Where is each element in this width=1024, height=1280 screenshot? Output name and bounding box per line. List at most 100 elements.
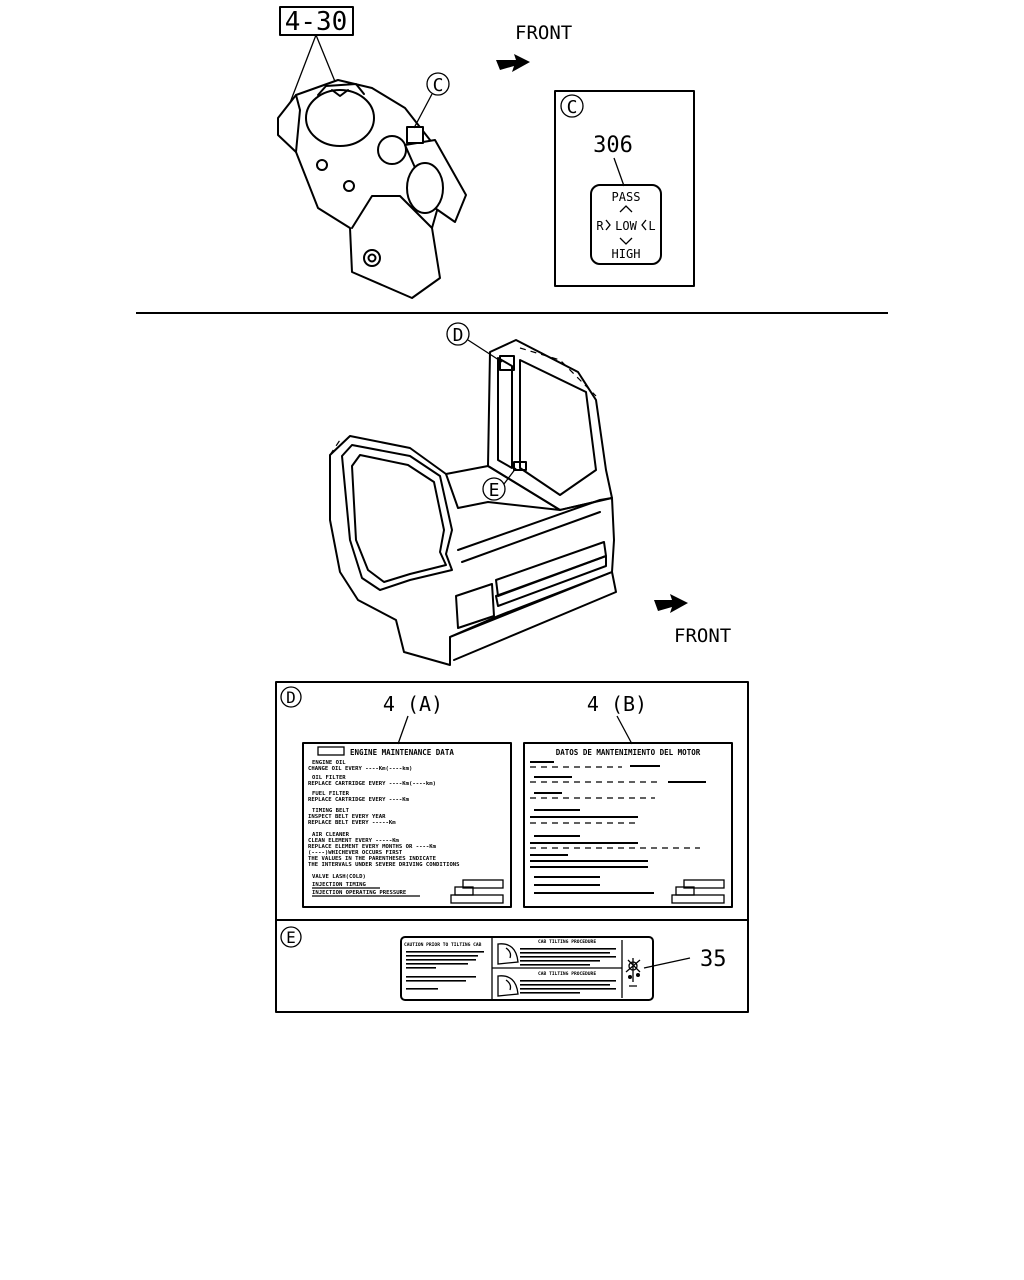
cab-rear-wall bbox=[487, 339, 613, 511]
detail-c-circle bbox=[560, 94, 584, 118]
front-grille-lower bbox=[495, 555, 607, 607]
label-4a-title: ENGINE MAINTENANCE DATA bbox=[350, 748, 454, 757]
part-35-leader bbox=[643, 957, 691, 969]
rear-pillar-left bbox=[497, 357, 513, 469]
leader-4-30-right bbox=[315, 34, 337, 85]
front-arrow-top-icon bbox=[496, 54, 530, 72]
detail-c-box bbox=[554, 90, 695, 287]
part-4b-label: 4 (B) bbox=[587, 692, 647, 716]
switch-marking-plate bbox=[590, 184, 662, 265]
housing-edge-b bbox=[351, 195, 433, 229]
arrow-left-small-icon bbox=[641, 219, 647, 231]
label-4a-value-box-3 bbox=[450, 894, 504, 904]
screw-hole-1 bbox=[316, 159, 328, 171]
cab-tilt-icon-top bbox=[497, 943, 519, 965]
label-4b-frame bbox=[523, 742, 733, 908]
label-35-left-title: CAUTION PRIOR TO TILTING CAB bbox=[404, 942, 482, 948]
callout-c-circle bbox=[426, 72, 450, 96]
label-35: CAUTION PRIOR TO TILTING CAB CAB TILTING… bbox=[400, 936, 691, 1001]
housing-edge-a bbox=[295, 94, 301, 153]
label-4b: DATOS DE MANTENIMIENTO DEL MOTOR bbox=[523, 742, 733, 908]
part-4b-leader bbox=[616, 715, 633, 745]
lever-tab bbox=[406, 126, 424, 144]
leader-4-30-left bbox=[287, 34, 317, 109]
callout-e-label: E bbox=[489, 480, 500, 501]
label-4a-line: (----)WHICHEVER OCCURS FIRST bbox=[308, 850, 403, 856]
arrow-right-small-icon bbox=[605, 219, 611, 231]
roof-dashed-outline bbox=[519, 347, 597, 397]
callout-d-leader bbox=[467, 339, 503, 363]
label-4a-line: VALVE LASH(COLD) bbox=[312, 874, 366, 880]
label-d-location bbox=[499, 355, 515, 371]
cab-view: D E FRONT bbox=[329, 322, 731, 666]
callout-d-circle bbox=[446, 322, 470, 346]
screw-hole-3 bbox=[363, 249, 381, 267]
label-4a-line: CHANGE OIL EVERY ----Km(----km) bbox=[308, 766, 412, 772]
label-4b-value-box-1 bbox=[683, 879, 725, 889]
label-35-frame bbox=[400, 936, 654, 1001]
bore-key bbox=[331, 89, 349, 97]
label-4a-line: THE INTERVALS UNDER SEVERE DRIVING CONDI… bbox=[308, 862, 460, 868]
label-4b-value-box-3 bbox=[671, 894, 725, 904]
lever-pivot bbox=[377, 135, 407, 165]
cab-tilt-arrow-top bbox=[505, 947, 512, 959]
bore-notch bbox=[317, 83, 365, 96]
arrow-down-icon bbox=[619, 237, 633, 245]
label-4a-text: ENGINE OIL CHANGE OIL EVERY ----Km(----k… bbox=[308, 760, 460, 896]
front-bumper bbox=[449, 571, 617, 661]
part-35-label: 35 bbox=[700, 947, 727, 972]
switch-l-text: L bbox=[648, 219, 655, 233]
switch-assembly-view: 4-30 C FRONT C 306 bbox=[277, 6, 695, 299]
part-306-label: 306 bbox=[593, 133, 633, 158]
door-window-opening bbox=[351, 454, 447, 583]
detail-d-circle bbox=[280, 686, 302, 708]
label-detail-frame bbox=[275, 681, 749, 1013]
label-4a-line: REPLACE CARTRIDGE EVERY ----Km(----km) bbox=[308, 781, 436, 787]
rear-window bbox=[519, 359, 597, 496]
detail-e-label: E bbox=[286, 928, 296, 947]
label-4a-line: REPLACE BELT EVERY -----Km bbox=[308, 820, 396, 826]
callout-e-circle bbox=[482, 477, 506, 501]
label-4a-line: INJECTION OPERATING PRESSURE bbox=[312, 890, 406, 896]
switch-high-text: HIGH bbox=[612, 247, 641, 261]
label-4a-line: REPLACE ELEMENT EVERY MONTHS OR ----Km bbox=[308, 844, 437, 850]
cab-tilt-icon-bottom bbox=[497, 975, 519, 997]
label-35-text-lines bbox=[406, 948, 616, 994]
callout-c-leader bbox=[413, 93, 433, 129]
switch-r-text: R bbox=[596, 219, 604, 233]
label-4a: ENGINE MAINTENANCE DATA ENGINE OIL CHANG… bbox=[302, 742, 512, 908]
label-4a-value-box-1 bbox=[462, 879, 504, 889]
label-4b-text-lines bbox=[530, 761, 706, 894]
label-4a-line: CLEAN ELEMENT EVERY -----Km bbox=[308, 838, 400, 844]
arrow-up-icon bbox=[619, 205, 633, 213]
label-4a-line: TIMING BELT bbox=[312, 808, 350, 814]
callout-d-label: D bbox=[453, 325, 464, 346]
label-e-location bbox=[513, 461, 527, 471]
switch-low-text: LOW bbox=[615, 219, 637, 233]
part-4a-leader bbox=[397, 715, 409, 745]
front-label-mid: FRONT bbox=[674, 625, 731, 647]
headlight bbox=[455, 583, 495, 629]
cab-tilt-arrow-bottom bbox=[505, 979, 512, 991]
warning-symbol-icon bbox=[625, 958, 641, 987]
cowl-line bbox=[461, 511, 601, 563]
pillar-dashed bbox=[329, 439, 341, 456]
label-4a-line: AIR CLEANER bbox=[312, 832, 350, 838]
column-bore bbox=[305, 89, 375, 147]
label-detail-panel: D 4 (A) 4 (B) ENGINE MAINTENANCE DATA EN… bbox=[275, 681, 749, 1013]
door-frame-outer bbox=[341, 444, 453, 591]
front-label-top: FRONT bbox=[515, 22, 572, 44]
label-35-bottom-title: CAB TILTING PROCEDURE bbox=[538, 971, 596, 977]
label-4a-line: FUEL FILTER bbox=[312, 791, 350, 797]
label-4a-line: THE VALUES IN THE PARENTHESES INDICATE bbox=[308, 856, 436, 862]
callout-e-leader bbox=[503, 467, 517, 485]
switch-pass-text: PASS bbox=[612, 190, 641, 204]
label-4a-frame bbox=[302, 742, 512, 908]
lever-boss bbox=[406, 162, 444, 214]
screw-hole-2 bbox=[343, 180, 355, 192]
label-4a-logo-box bbox=[317, 746, 345, 756]
roof-line bbox=[445, 465, 561, 511]
label-4a-line: REPLACE CARTRIDGE EVERY ----Km bbox=[308, 797, 410, 803]
screw-hole-3-inner bbox=[367, 253, 377, 263]
detail-c-label: C bbox=[567, 97, 578, 118]
